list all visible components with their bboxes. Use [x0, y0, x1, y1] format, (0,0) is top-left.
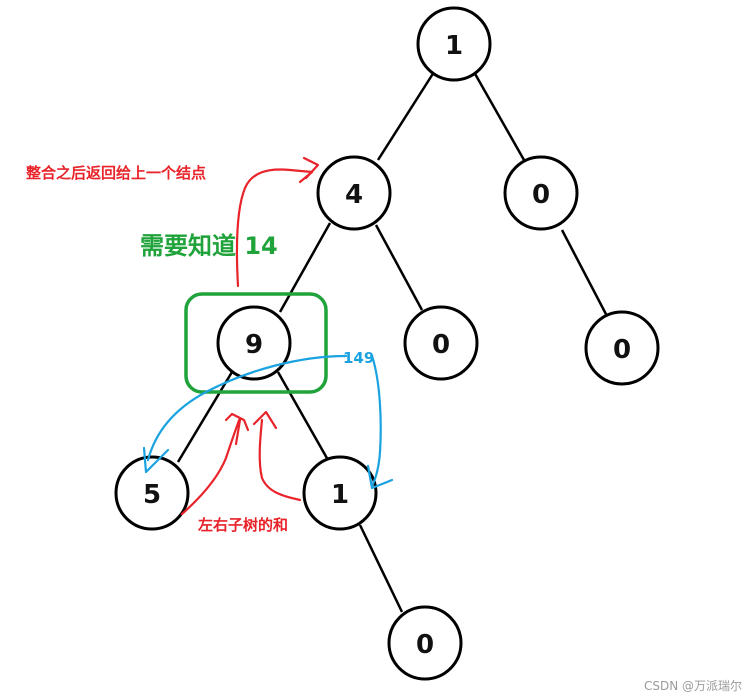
edge-1-0-bottom — [358, 524, 404, 613]
tree-node: 1 — [302, 455, 378, 531]
children-sum-arrow-left — [180, 416, 242, 516]
node-label: 0 — [432, 330, 450, 360]
tree-node: 0 — [503, 155, 579, 231]
children-sum-arrowhead — [224, 412, 250, 432]
edge-9-1 — [276, 371, 330, 461]
sum-value-note: 149 — [343, 349, 374, 367]
node-label: 1 — [445, 31, 463, 61]
value-arrow-right — [370, 354, 382, 488]
edge-4-0 — [374, 224, 424, 311]
tree-node: 0 — [387, 605, 463, 681]
edge-1-0 — [472, 71, 526, 161]
node-label: 0 — [613, 335, 631, 365]
children-sum-note: 左右子树的和 — [197, 516, 288, 534]
tree-node: 9 — [216, 305, 292, 381]
tree-node: 0 — [584, 310, 660, 386]
value-arrow-left — [146, 354, 348, 462]
node-label: 4 — [345, 180, 363, 210]
edge-0-0 — [560, 229, 610, 319]
watermark: CSDN @万派瑞尔 — [644, 678, 742, 693]
tree-node: 5 — [114, 455, 190, 531]
node-label: 5 — [143, 480, 161, 510]
tree-node: 1 — [416, 6, 492, 82]
node-label: 0 — [532, 180, 550, 210]
need-to-know-note: 需要知道 14 — [140, 232, 278, 260]
return-arrow — [235, 168, 314, 288]
edge-9-5 — [176, 371, 234, 463]
return-arrowhead — [302, 156, 320, 180]
children-sum-arrowhead — [252, 410, 278, 430]
tree-node: 0 — [403, 305, 479, 381]
node-label: 0 — [416, 630, 434, 660]
value-arrowhead — [366, 464, 394, 490]
return-arrowhead — [298, 170, 314, 184]
return-to-parent-note: 整合之后返回给上一个结点 — [26, 164, 206, 182]
edge-4-9 — [278, 222, 332, 313]
children-sum-arrowhead — [234, 418, 242, 446]
tree-edges — [176, 71, 610, 613]
node-label: 9 — [245, 330, 263, 360]
node-label: 1 — [331, 480, 349, 510]
edge-1-4 — [376, 71, 436, 161]
tree-node: 4 — [316, 155, 392, 231]
value-arrowhead — [142, 446, 170, 474]
highlight-box — [184, 292, 328, 394]
children-sum-arrow-right — [258, 418, 302, 502]
